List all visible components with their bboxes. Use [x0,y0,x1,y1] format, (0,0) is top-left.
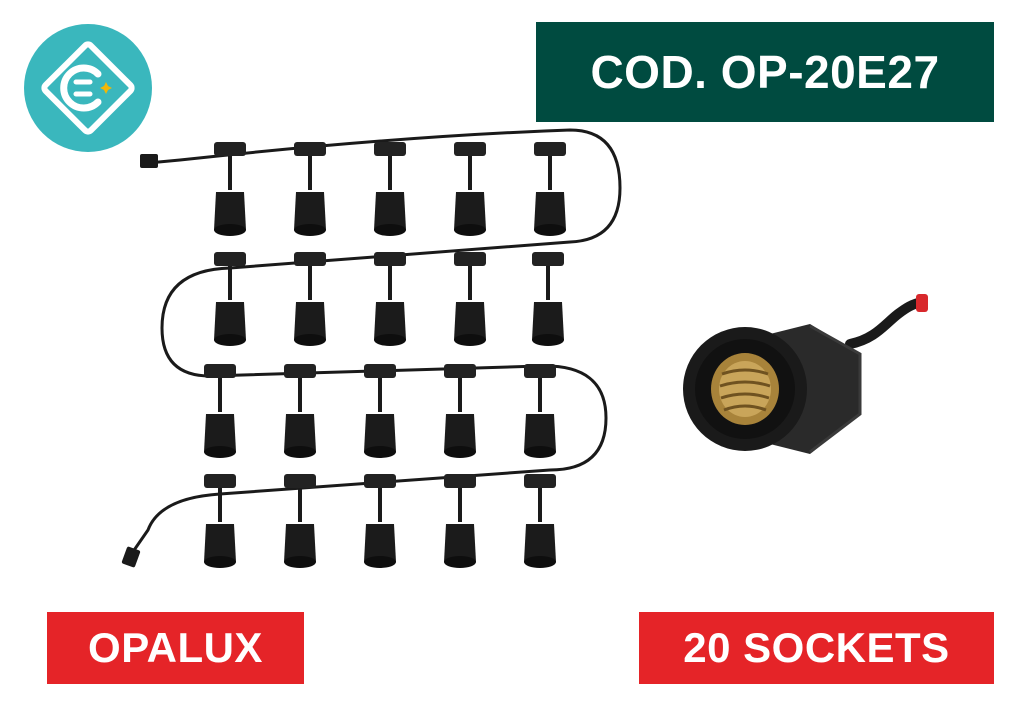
socket-pendant [214,252,246,346]
socket-pendant [454,142,486,236]
socket-pendant [294,252,326,346]
e27-socket-closeup-image [660,284,960,484]
wrench-plug-icon [24,24,152,152]
socket-pendant [524,364,556,458]
socket-pendant [364,364,396,458]
socket-pendant [534,142,566,236]
socket-pendant [524,474,556,568]
socket-pendant [374,252,406,346]
socket-count-badge: 20 SOCKETS [639,612,994,684]
socket-pendant [364,474,396,568]
socket-pendant [204,364,236,458]
socket-pendant [444,364,476,458]
socket-pendant [294,142,326,236]
socket-pendant [284,474,316,568]
socket-pendant [532,252,564,346]
product-code-badge: COD. OP-20E27 [536,22,994,122]
brand-logo [24,24,152,152]
socket-pendant [284,364,316,458]
socket-pendant [454,252,486,346]
festoon-string-lights-image [100,118,640,598]
socket-pendant [204,474,236,568]
socket-pendant [444,474,476,568]
socket-pendant [214,142,246,236]
socket-pendant [374,142,406,236]
brand-name-badge: OPALUX [47,612,304,684]
